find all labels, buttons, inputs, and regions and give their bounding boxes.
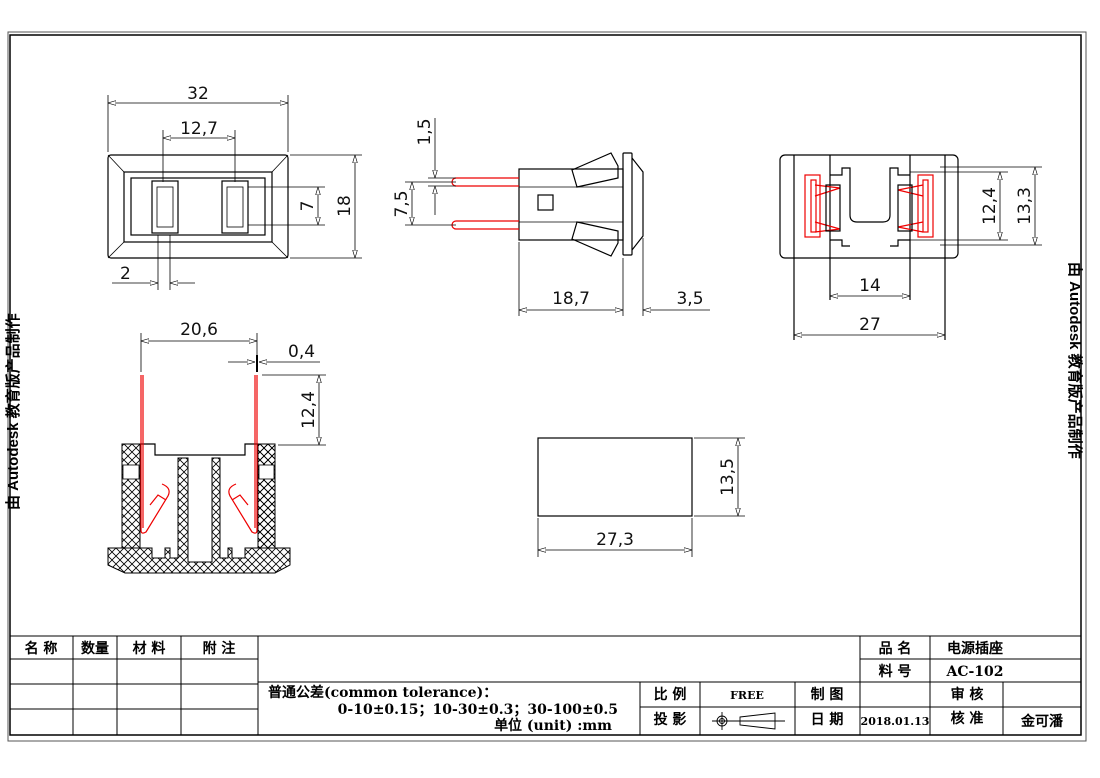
header-material: 材 料: [133, 640, 166, 657]
front-view: 32 12,7 7 18 2: [107, 84, 362, 290]
approve-label: 核 准: [951, 710, 984, 727]
dim-section-pin-length: 12,4: [299, 391, 319, 429]
dim-side-pin-pitch: 7,5: [392, 190, 412, 217]
section-view: 20,6 0,4 12,4: [107, 320, 326, 574]
dim-rear-height: 13,3: [1015, 187, 1035, 225]
date-value: 2018.01.13: [861, 715, 930, 728]
dim-rear-inner-width: 14: [859, 276, 881, 296]
header-quantity: 数量: [81, 640, 109, 657]
dim-front-width: 32: [187, 84, 209, 104]
header-name: 名 称: [25, 640, 58, 657]
dim-cutout-width: 27,3: [596, 530, 634, 550]
scale-value: FREE: [730, 689, 764, 702]
dim-cutout-height: 13,5: [718, 458, 738, 496]
part-no-label: 料 号: [879, 663, 912, 680]
dim-section-pin-thickness: 0,4: [288, 342, 315, 362]
dim-rear-width: 27: [859, 315, 881, 335]
scale-label: 比 例: [654, 686, 687, 703]
dim-section-pin-span: 20,6: [180, 320, 218, 340]
title-block-text: 名 称 数量 材 料 附 注 普通公差(common tolerance)： 0…: [25, 640, 1064, 734]
watermark-right: 由 Autodesk 教育版产品制作: [1066, 262, 1084, 459]
dim-side-pin-thickness: 1,5: [415, 118, 435, 145]
outer-frame: [7, 31, 1087, 742]
inner-frame: [9, 34, 1082, 736]
drawn-label: 制 图: [811, 686, 844, 703]
header-remarks: 附 注: [203, 640, 236, 657]
rear-view: 12,4 13,3 14 27: [779, 154, 1042, 340]
product-name-label: 品 名: [879, 640, 912, 657]
projection-label: 投 影: [654, 712, 687, 728]
tolerance-values: 0-10±0.15；10-30±0.3；30-100±0.5: [338, 702, 618, 718]
dim-front-pin-pitch: 12,7: [180, 119, 218, 139]
watermark-left: 由 Autodesk 教育版产品制作: [4, 313, 22, 510]
part-no: AC-102: [945, 664, 1003, 680]
projection-symbol-icon: [712, 712, 785, 730]
dim-rear-inner-height: 12,4: [980, 187, 1000, 225]
dim-side-body-length: 18,7: [552, 289, 590, 309]
date-label: 日 期: [811, 712, 844, 728]
title-block: [10, 635, 1081, 735]
dim-side-flange: 3,5: [676, 289, 703, 309]
dim-front-wall: 2: [120, 264, 131, 284]
tolerance-title: 普通公差(common tolerance)：: [268, 684, 497, 701]
review-label: 审 核: [951, 686, 984, 703]
approver-value: 金可潘: [1020, 713, 1064, 730]
tolerance-unit: 单位 (unit) :mm: [494, 717, 612, 734]
product-name: 电源插座: [947, 640, 1003, 657]
panel-cutout-view: 13,5 27,3: [537, 437, 745, 557]
dim-front-slot-height: 7: [298, 201, 318, 212]
dim-front-height: 18: [335, 195, 355, 217]
side-view: 18,7 3,5 1,5 7,5: [392, 118, 710, 316]
